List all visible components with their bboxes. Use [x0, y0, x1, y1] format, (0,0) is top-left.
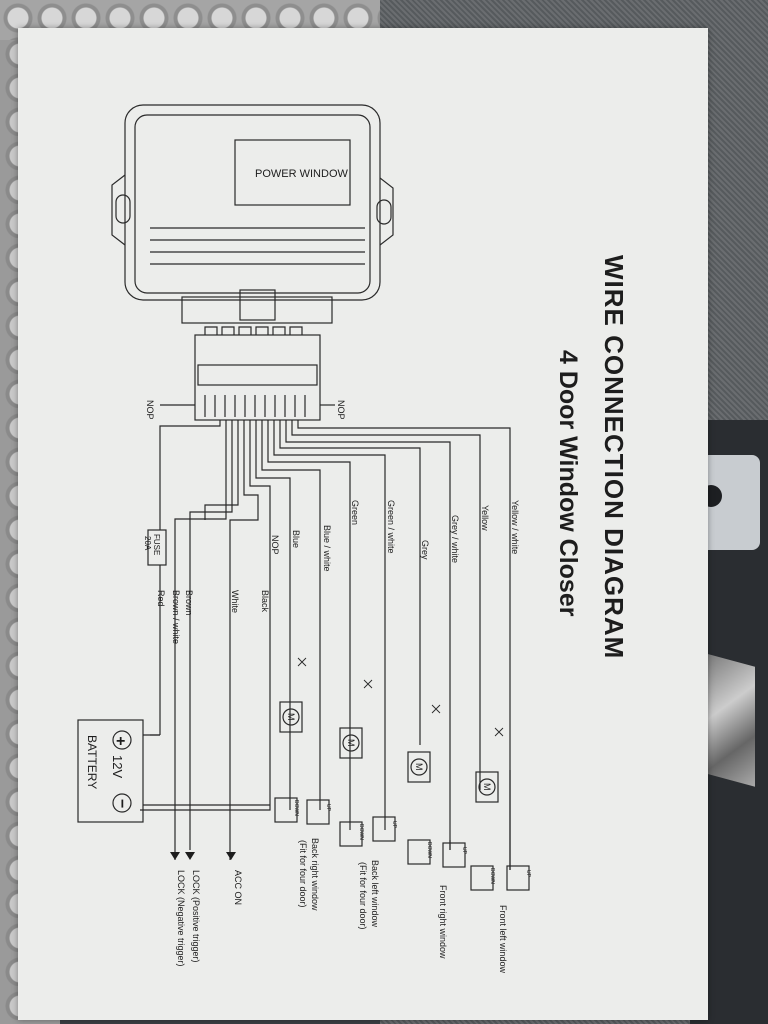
fuse-symbol — [147, 529, 167, 566]
switch-front-left-up: UP — [525, 870, 531, 878]
wire-label-red: Red — [156, 590, 166, 607]
switch-back-right-up: UP — [325, 804, 331, 812]
wire-label-yellow-white: Yellow / white — [510, 500, 520, 554]
nop-left-label: NOP — [145, 400, 155, 420]
switch-front-left-down: DOWN — [489, 868, 495, 884]
door-label-front-right: Front right window — [438, 885, 448, 959]
wire-label-green: Green — [350, 500, 360, 525]
output-arrows — [170, 852, 236, 860]
motor-back-left-symbol: M — [346, 739, 356, 747]
wire-label-blue-white: Blue / white — [322, 525, 332, 572]
nop-right-label: NOP — [336, 400, 346, 420]
switch-wiring — [289, 700, 511, 870]
output-acc-on: ACC ON — [233, 870, 243, 905]
battery-plus: + — [116, 733, 125, 750]
switch-front-right-up: UP — [461, 847, 467, 855]
power-window-module — [111, 104, 394, 324]
door-label-front-left: Front left window — [498, 905, 508, 974]
door-label-back-right: Back right window — [310, 838, 320, 911]
wire-label-green-white: Green / white — [386, 500, 396, 554]
output-lock-negative: LOCK (Negative trigger) — [176, 870, 186, 967]
wire-label-blue: Blue — [291, 530, 301, 548]
motors — [279, 701, 499, 803]
switch-back-right-down: DOWN — [293, 800, 299, 816]
battery-minus-terminal — [112, 793, 132, 813]
diagram-title: WIRE CONNECTION DIAGRAM — [599, 255, 629, 659]
fuse-rating: 20A — [143, 536, 152, 551]
motor-front-left-symbol: M — [482, 783, 492, 791]
wire-label-brown: Brown — [184, 590, 194, 616]
output-lock-positive: LOCK (Positive trigger) — [191, 870, 201, 963]
battery-plus-terminal — [112, 730, 132, 750]
wire-label-grey-white: Grey / white — [450, 515, 460, 563]
switch-back-left-up: UP — [391, 821, 397, 829]
wire-connector — [194, 326, 321, 421]
diagram-paper — [18, 28, 708, 1020]
switch-back-left-down: DOWN — [358, 824, 364, 840]
window-switches — [274, 797, 530, 891]
door-label-back-right-note: (Fit for four door) — [298, 840, 308, 908]
module-label: POWER WINDOW — [255, 168, 348, 180]
door-label-back-left: Back left window — [370, 860, 380, 928]
battery-voltage: 12V — [110, 755, 125, 778]
wire-label-black: Black — [260, 590, 270, 613]
motor-front-right-symbol: M — [414, 763, 424, 771]
battery-label: BATTERY — [85, 735, 99, 789]
battery-box — [77, 719, 144, 823]
wire-bundle — [140, 420, 511, 870]
wire-label-nop: NOP — [270, 535, 280, 555]
cut-marks — [297, 657, 504, 737]
diagram-subtitle: 4 Door Window Closer — [554, 350, 582, 617]
wire-label-brown-white: Brown / white — [171, 590, 181, 644]
motor-back-right-symbol: M — [286, 713, 296, 721]
door-label-back-left-note: (Fit for four door) — [358, 862, 368, 930]
wire-label-white: White — [230, 590, 240, 613]
wire-label-grey: Grey — [420, 540, 430, 560]
wire-label-yellow: Yellow — [480, 505, 490, 531]
battery-minus: − — [113, 799, 130, 808]
fuse-label: FUSE — [152, 534, 161, 555]
switch-front-right-down: DOWN — [426, 842, 432, 858]
